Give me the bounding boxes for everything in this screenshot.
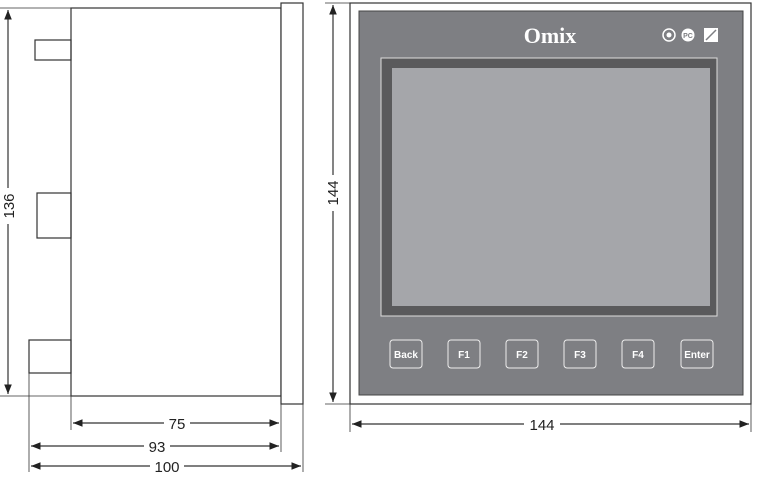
button-f3[interactable]: F3: [563, 339, 597, 369]
dim-label-100: 100: [154, 459, 179, 476]
dim-label-144-horizontal: 144: [529, 417, 554, 434]
middle-clip: [36, 192, 72, 239]
button-f4[interactable]: F4: [621, 339, 655, 369]
side-flange: [280, 2, 304, 405]
top-clip: [34, 39, 72, 61]
metrology-mark-icon: [704, 28, 718, 42]
button-f1[interactable]: F1: [447, 339, 481, 369]
pct-mark-icon: PC: [681, 28, 695, 42]
button-label: Enter: [684, 350, 710, 361]
side-body: [70, 7, 282, 397]
gost-r-mark-icon: [662, 28, 676, 42]
dim-label-144-vertical: 144: [325, 180, 342, 205]
button-label: F3: [574, 350, 586, 361]
button-enter[interactable]: Enter: [680, 339, 714, 369]
screen: [392, 68, 710, 306]
dim-label-93: 93: [149, 439, 166, 456]
dim-label-75: 75: [169, 416, 186, 433]
brand-logo: Omix: [524, 23, 577, 48]
button-label: F4: [632, 350, 644, 361]
button-label: F2: [516, 350, 528, 361]
button-back[interactable]: Back: [389, 339, 423, 369]
button-label: Back: [394, 350, 418, 361]
front-view: Omix PC: [325, 2, 752, 432]
side-view: [0, 2, 304, 472]
svg-text:PC: PC: [683, 33, 693, 40]
bottom-clip: [28, 339, 72, 374]
button-label: F1: [458, 350, 470, 361]
dim-label-136: 136: [1, 193, 18, 218]
button-f2[interactable]: F2: [505, 339, 539, 369]
